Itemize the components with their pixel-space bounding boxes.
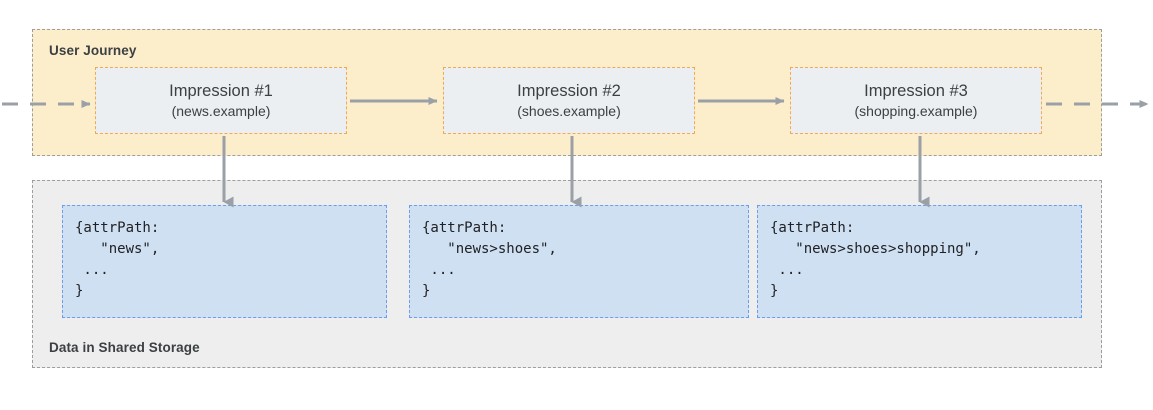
- impression-2-origin: (shoes.example): [517, 102, 621, 119]
- shared-storage-record-3-code: {attrPath: "news>shoes>shopping", ... }: [770, 220, 981, 299]
- impression-3-origin: (shopping.example): [854, 102, 978, 119]
- impression-box-3[interactable]: Impression #3 (shopping.example): [790, 67, 1042, 134]
- shared-storage-record-2[interactable]: {attrPath: "news>shoes", ... }: [409, 205, 749, 318]
- user-journey-title: User Journey: [49, 43, 137, 58]
- impression-box-2[interactable]: Impression #2 (shoes.example): [443, 67, 695, 134]
- shared-storage-record-1-code: {attrPath: "news", ... }: [75, 220, 160, 299]
- impression-1-title: Impression #1: [169, 81, 273, 100]
- impression-1-origin: (news.example): [171, 102, 271, 119]
- shared-storage-record-3[interactable]: {attrPath: "news>shoes>shopping", ... }: [757, 205, 1082, 318]
- impression-3-title: Impression #3: [864, 81, 968, 100]
- shared-storage-title: Data in Shared Storage: [49, 340, 200, 355]
- impression-2-title: Impression #2: [517, 81, 621, 100]
- shared-storage-record-2-code: {attrPath: "news>shoes", ... }: [422, 220, 557, 299]
- shared-storage-record-1[interactable]: {attrPath: "news", ... }: [62, 205, 387, 318]
- impression-box-1[interactable]: Impression #1 (news.example): [95, 67, 347, 134]
